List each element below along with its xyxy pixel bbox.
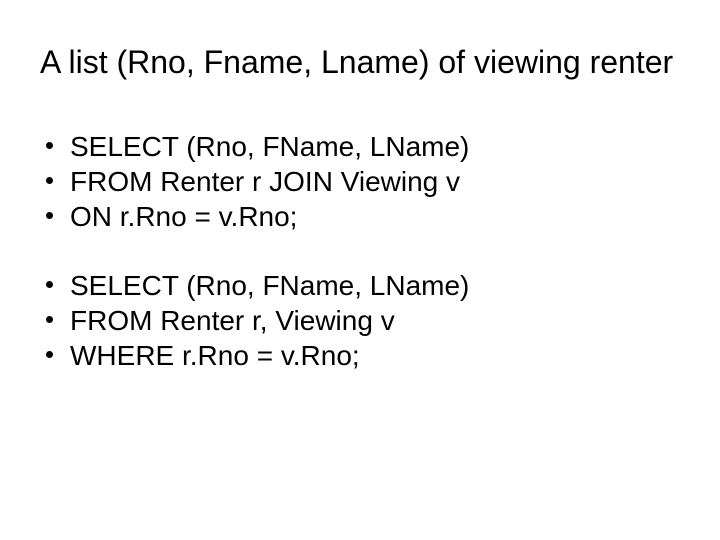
bullet-text: FROM Renter r JOIN Viewing v — [70, 166, 461, 197]
bullet-text: WHERE r.Rno = v.Rno; — [70, 340, 360, 371]
bullet-icon — [46, 177, 53, 184]
bullet-text: SELECT (Rno, FName, LName) — [70, 270, 470, 301]
bullet-icon — [46, 316, 53, 323]
list-item: SELECT (Rno, FName, LName) — [46, 129, 469, 164]
bullet-text: FROM Renter r, Viewing v — [70, 305, 395, 336]
bullet-icon — [46, 142, 53, 149]
bullet-group-join-query: SELECT (Rno, FName, LName) FROM Renter r… — [46, 129, 469, 234]
list-item: FROM Renter r JOIN Viewing v — [46, 164, 469, 199]
slide-title: A list (Rno, Fname, Lname) of viewing re… — [40, 44, 674, 80]
bullet-icon — [46, 351, 53, 358]
bullet-text: SELECT (Rno, FName, LName) — [70, 131, 470, 162]
list-item: WHERE r.Rno = v.Rno; — [46, 338, 469, 373]
bullet-icon — [46, 281, 53, 288]
bullet-icon — [46, 212, 53, 219]
bullet-group-where-query: SELECT (Rno, FName, LName) FROM Renter r… — [46, 268, 469, 373]
list-item: FROM Renter r, Viewing v — [46, 303, 469, 338]
list-item: ON r.Rno = v.Rno; — [46, 199, 469, 234]
list-item: SELECT (Rno, FName, LName) — [46, 268, 469, 303]
bullet-text: ON r.Rno = v.Rno; — [70, 201, 298, 232]
